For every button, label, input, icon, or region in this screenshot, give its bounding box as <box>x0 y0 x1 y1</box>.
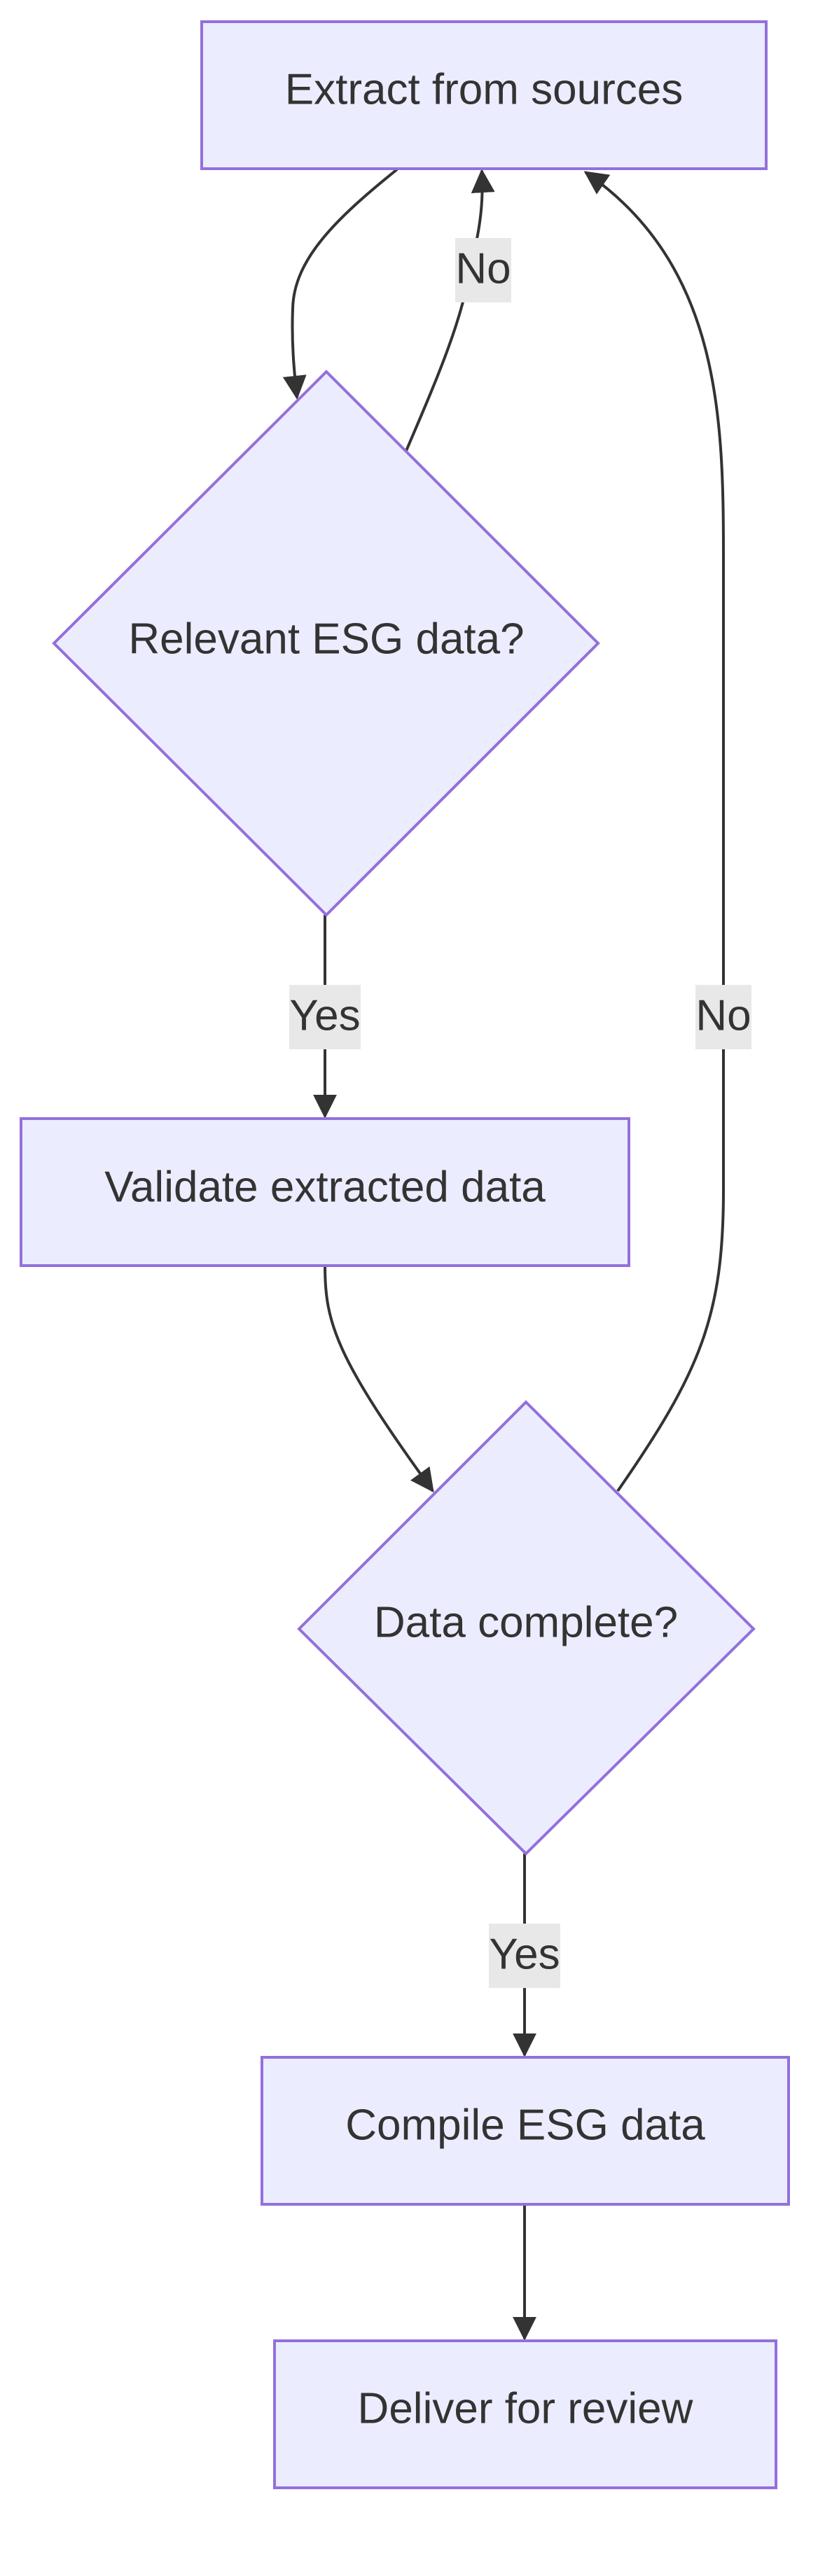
edge-extract-to-relevant <box>282 168 398 400</box>
edge-relevant-no-to-extract <box>405 169 495 451</box>
svg-text:Relevant ESG data?: Relevant ESG data? <box>128 615 524 663</box>
edge-label-complete-no: No <box>695 985 751 1049</box>
edge-validate-to-complete <box>324 1265 434 1493</box>
svg-text:Yes: Yes <box>489 1930 560 1978</box>
svg-text:No: No <box>695 991 751 1040</box>
svg-text:Validate extracted data: Validate extracted data <box>104 1163 546 1211</box>
svg-text:Data complete?: Data complete? <box>374 1598 678 1646</box>
node-data-complete-decision: Data complete? <box>297 1400 756 1856</box>
node-compile-esg-data: Compile ESG data <box>261 2056 790 2206</box>
edge-label-relevant-no: No <box>455 238 511 302</box>
node-validate-extracted-data: Validate extracted data <box>20 1117 630 1267</box>
svg-text:Compile ESG data: Compile ESG data <box>345 2101 705 2149</box>
node-relevant-esg-data-decision: Relevant ESG data? <box>52 370 600 917</box>
edge-label-complete-yes: Yes <box>489 1924 560 1988</box>
node-extract-from-sources: Extract from sources <box>200 20 768 170</box>
svg-text:Deliver for review: Deliver for review <box>358 2384 693 2432</box>
svg-text:Yes: Yes <box>289 991 360 1040</box>
edge-complete-no-to-extract <box>583 171 725 1492</box>
svg-text:No: No <box>455 244 511 293</box>
svg-text:Extract from sources: Extract from sources <box>285 65 683 113</box>
edge-label-relevant-yes: Yes <box>289 985 361 1049</box>
node-deliver-for-review: Deliver for review <box>273 2339 777 2489</box>
